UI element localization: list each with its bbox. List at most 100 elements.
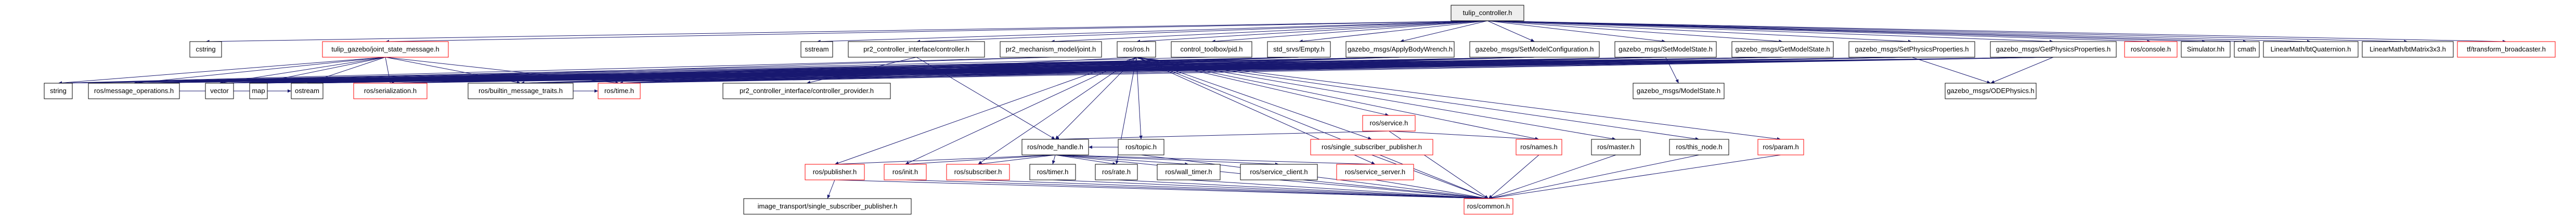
- node-box-master[interactable]: [1591, 139, 1641, 155]
- node-box-gpp[interactable]: [1990, 41, 2117, 58]
- node-box-modelstate[interactable]: [1633, 83, 1725, 99]
- node-box-names[interactable]: [1516, 139, 1562, 155]
- node-timen[interactable]: ros/time.h: [598, 83, 641, 99]
- node-box-subscriber[interactable]: [946, 164, 1010, 180]
- node-box-timer[interactable]: [1029, 164, 1076, 180]
- node-box-ostreamn[interactable]: [291, 83, 323, 99]
- node-box-msgops[interactable]: [88, 83, 180, 99]
- node-ssp[interactable]: ros/single_subscriber_publisher.h: [1310, 139, 1433, 155]
- node-box-thisnode[interactable]: [1669, 139, 1729, 155]
- node-subscriber[interactable]: ros/subscriber.h: [946, 164, 1010, 180]
- node-box-jsm[interactable]: [322, 41, 449, 58]
- node-abw[interactable]: gazebo_msgs/ApplyBodyWrench.h: [1345, 41, 1455, 58]
- node-pid[interactable]: control_toolbox/pid.h: [1171, 41, 1252, 58]
- node-box-publisher[interactable]: [805, 164, 865, 180]
- node-box-itssp[interactable]: [743, 198, 912, 215]
- node-vectorn[interactable]: vector: [205, 83, 234, 99]
- node-box-rosros[interactable]: [1117, 41, 1156, 58]
- node-box-ssp[interactable]: [1310, 139, 1433, 155]
- node-empty[interactable]: std_srvs/Empty.h: [1267, 41, 1331, 58]
- node-box-vectorn[interactable]: [205, 83, 234, 99]
- node-mapn[interactable]: map: [249, 83, 268, 99]
- node-box-bmt[interactable]: [468, 83, 574, 99]
- node-bmt[interactable]: ros/builtin_message_traits.h: [468, 83, 574, 99]
- node-box-sms[interactable]: [1614, 41, 1717, 58]
- node-box-pid[interactable]: [1171, 41, 1252, 58]
- node-jsm[interactable]: tulip_gazebo/joint_state_message.h: [322, 41, 449, 58]
- node-box-service[interactable]: [1362, 115, 1416, 132]
- node-smc[interactable]: gazebo_msgs/SetModelConfiguration.h: [1469, 41, 1600, 58]
- node-msgops[interactable]: ros/message_operations.h: [88, 83, 180, 99]
- node-gms[interactable]: gazebo_msgs/GetModelState.h: [1731, 41, 1834, 58]
- node-box-init[interactable]: [884, 164, 927, 180]
- node-box-svcserver[interactable]: [1336, 164, 1414, 180]
- node-box-mapn[interactable]: [249, 83, 268, 99]
- node-box-tfb[interactable]: [2457, 41, 2556, 58]
- node-rate[interactable]: ros/rate.h: [1095, 164, 1138, 180]
- node-serial[interactable]: ros/serialization.h: [353, 83, 428, 99]
- node-cmathn[interactable]: cmath: [2234, 41, 2260, 58]
- node-box-cmathn[interactable]: [2234, 41, 2260, 58]
- node-root[interactable]: tulip_controller.h: [1451, 5, 1524, 21]
- node-service[interactable]: ros/service.h: [1362, 115, 1416, 132]
- node-box-simulator[interactable]: [2181, 41, 2231, 58]
- node-box-topic[interactable]: [1118, 139, 1164, 155]
- node-spp[interactable]: gazebo_msgs/SetPhysicsProperties.h: [1848, 41, 1975, 58]
- node-box-empty[interactable]: [1267, 41, 1331, 58]
- node-box-btmat[interactable]: [2362, 41, 2454, 58]
- node-box-console[interactable]: [2124, 41, 2178, 58]
- node-cstring[interactable]: cstring: [189, 41, 222, 58]
- node-gpp[interactable]: gazebo_msgs/GetPhysicsProperties.h: [1990, 41, 2117, 58]
- node-box-timen[interactable]: [598, 83, 641, 99]
- node-odephysics[interactable]: gazebo_msgs/ODEPhysics.h: [1945, 83, 2037, 99]
- node-common[interactable]: ros/common.h: [1464, 198, 1513, 215]
- node-box-serial[interactable]: [353, 83, 428, 99]
- node-box-smc[interactable]: [1469, 41, 1600, 58]
- node-box-param[interactable]: [1757, 139, 1804, 155]
- node-box-provider[interactable]: [722, 83, 891, 99]
- node-box-sstream[interactable]: [800, 41, 833, 58]
- node-walltimer[interactable]: ros/wall_timer.h: [1157, 164, 1221, 180]
- node-console[interactable]: ros/console.h: [2124, 41, 2178, 58]
- node-param[interactable]: ros/param.h: [1757, 139, 1804, 155]
- node-btmat[interactable]: LinearMath/btMatrix3x3.h: [2362, 41, 2454, 58]
- node-nodehandle[interactable]: ros/node_handle.h: [1021, 139, 1089, 155]
- node-rosros[interactable]: ros/ros.h: [1117, 41, 1156, 58]
- node-box-cstring[interactable]: [189, 41, 222, 58]
- node-box-rate[interactable]: [1095, 164, 1138, 180]
- node-box-abw[interactable]: [1345, 41, 1455, 58]
- node-pci_controller[interactable]: pr2_controller_interface/controller.h: [848, 41, 985, 58]
- node-modelstate[interactable]: gazebo_msgs/ModelState.h: [1633, 83, 1725, 99]
- node-master[interactable]: ros/master.h: [1591, 139, 1641, 155]
- node-ostreamn[interactable]: ostream: [291, 83, 323, 99]
- node-box-common[interactable]: [1464, 198, 1513, 215]
- node-box-stringn[interactable]: [44, 83, 73, 99]
- node-box-pci_controller[interactable]: [848, 41, 985, 58]
- node-thisnode[interactable]: ros/this_node.h: [1669, 139, 1729, 155]
- node-box-nodehandle[interactable]: [1021, 139, 1089, 155]
- node-box-odephysics[interactable]: [1945, 83, 2037, 99]
- node-sms[interactable]: gazebo_msgs/SetModelState.h: [1614, 41, 1717, 58]
- node-box-gms[interactable]: [1731, 41, 1834, 58]
- node-box-walltimer[interactable]: [1157, 164, 1221, 180]
- node-init[interactable]: ros/init.h: [884, 164, 927, 180]
- node-svcclient[interactable]: ros/service_client.h: [1240, 164, 1318, 180]
- node-sstream[interactable]: sstream: [800, 41, 833, 58]
- node-itssp[interactable]: image_transport/single_subscriber_publis…: [743, 198, 912, 215]
- node-simulator[interactable]: Simulator.hh: [2181, 41, 2231, 58]
- node-box-svcclient[interactable]: [1240, 164, 1318, 180]
- node-names[interactable]: ros/names.h: [1516, 139, 1562, 155]
- node-provider[interactable]: pr2_controller_interface/controller_prov…: [722, 83, 891, 99]
- node-pmm_joint[interactable]: pr2_mechanism_model/joint.h: [1000, 41, 1102, 58]
- node-stringn[interactable]: string: [44, 83, 73, 99]
- node-timer[interactable]: ros/timer.h: [1029, 164, 1076, 180]
- node-box-pmm_joint[interactable]: [1000, 41, 1102, 58]
- node-topic[interactable]: ros/topic.h: [1118, 139, 1164, 155]
- node-svcserver[interactable]: ros/service_server.h: [1336, 164, 1414, 180]
- node-box-btquat[interactable]: [2263, 41, 2359, 58]
- node-publisher[interactable]: ros/publisher.h: [805, 164, 865, 180]
- node-box-spp[interactable]: [1848, 41, 1975, 58]
- node-tfb[interactable]: tf/transform_broadcaster.h: [2457, 41, 2556, 58]
- node-btquat[interactable]: LinearMath/btQuaternion.h: [2263, 41, 2359, 58]
- node-box-root[interactable]: [1451, 5, 1524, 21]
